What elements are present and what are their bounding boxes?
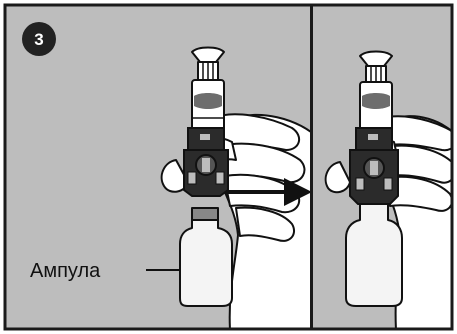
ampoule-label: Ампула	[30, 260, 101, 282]
adapter-icon	[350, 128, 398, 204]
step-number: 3	[34, 30, 43, 49]
syringe-icon	[360, 52, 392, 133]
adapter-icon	[184, 128, 228, 196]
step-number-badge: 3	[22, 22, 56, 56]
